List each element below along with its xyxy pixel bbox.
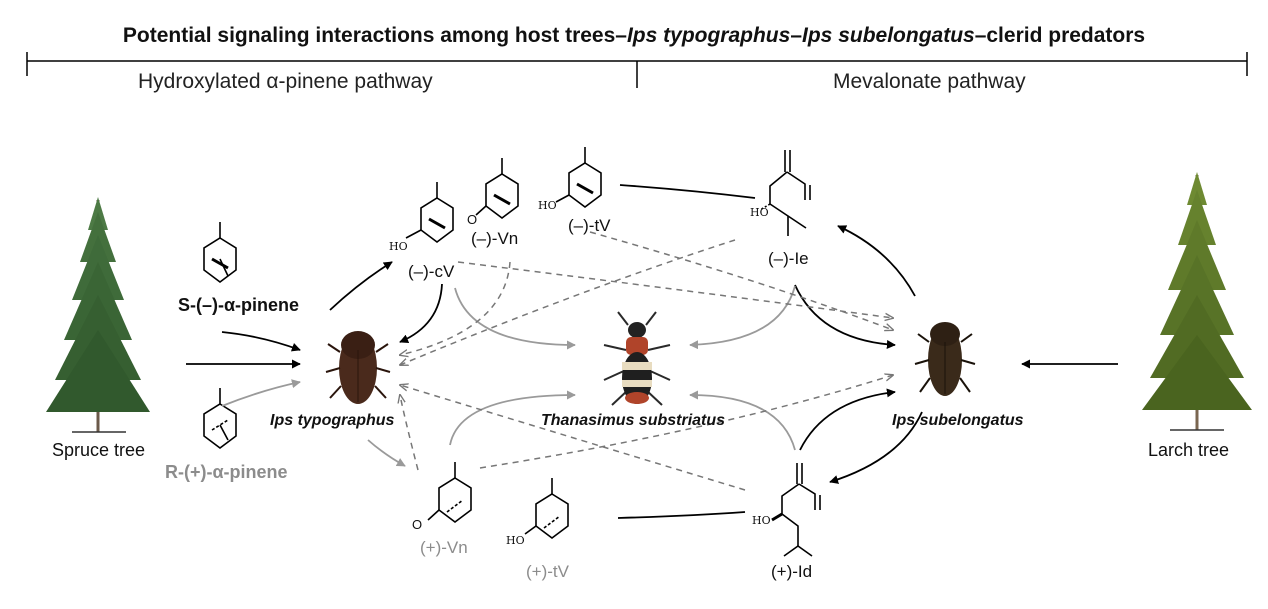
thanasimus-substriatus-label: Thanasimus substriatus bbox=[541, 412, 726, 429]
minus-vn-oxygen: O bbox=[467, 212, 478, 227]
arrow-id-to-typographus bbox=[400, 385, 746, 491]
minus-ie-structure bbox=[759, 150, 811, 236]
arrow-subelongatus-to-ie bbox=[837, 225, 916, 297]
arrow-pinene-to-cv bbox=[329, 261, 393, 311]
spruce-tree-label: Spruce tree bbox=[52, 440, 146, 460]
plus-tv-structure bbox=[524, 478, 569, 539]
arrow-id-to-thanasimus bbox=[689, 390, 796, 451]
plus-id-structure bbox=[771, 463, 821, 557]
minus-ie-hydroxyl: HO bbox=[750, 206, 769, 219]
spruce-tree-icon bbox=[46, 197, 150, 433]
plus-vn-label: (+)-Vn bbox=[420, 538, 468, 557]
arrow-id-to-subelongatus bbox=[799, 388, 896, 451]
minus-vn-label: (–)-Vn bbox=[471, 229, 519, 248]
arrow-vn-to-typographus bbox=[400, 261, 511, 355]
s-alpha-pinene-structure bbox=[203, 222, 237, 283]
arrow-cv-to-subelongatus bbox=[457, 261, 893, 318]
arrow-vn-to-thanasimus bbox=[449, 390, 576, 446]
right-pathway-label: Mevalonate pathway bbox=[833, 70, 1026, 93]
left-pathway-label: Hydroxylated α-pinene pathway bbox=[138, 70, 433, 93]
arrow-typographus-to-plus-vn bbox=[367, 439, 406, 467]
plus-id-label: (+)-Id bbox=[771, 562, 813, 581]
arrow-tv-to-ie bbox=[619, 184, 756, 199]
pathway-bracket bbox=[26, 52, 1248, 88]
arrow-tv-to-subelongatus bbox=[589, 231, 893, 330]
ips-typographus-label: Ips typographus bbox=[270, 412, 395, 429]
minus-tv-hydroxyl: HO bbox=[538, 199, 557, 212]
larch-tree-label: Larch tree bbox=[1148, 440, 1230, 460]
plus-tv-hydroxyl: HO bbox=[506, 534, 525, 547]
arrow-r-pinene-to-typographus bbox=[221, 379, 301, 407]
minus-ie-label: (–)-Ie bbox=[768, 249, 809, 268]
minus-cv-label: (–)-cV bbox=[408, 262, 455, 281]
thanasimus-substriatus-icon bbox=[603, 311, 671, 406]
ips-subelongatus-icon bbox=[914, 322, 976, 396]
r-alpha-pinene-structure bbox=[203, 388, 237, 449]
minus-cv-hydroxyl: HO bbox=[389, 240, 408, 253]
ips-subelongatus-label: Ips subelongatus bbox=[892, 412, 1024, 429]
r-pinene-label: R-(+)-α-pinene bbox=[165, 462, 288, 482]
plus-vn-structure bbox=[427, 462, 472, 523]
arrow-plus-vn-to-typographus bbox=[400, 395, 419, 471]
arrow-cv-to-typographus bbox=[399, 283, 443, 343]
s-pinene-label: S-(–)-α-pinene bbox=[178, 295, 300, 315]
minus-tv-structure bbox=[555, 147, 602, 208]
ips-typographus-icon bbox=[325, 331, 391, 404]
arrow-cv-to-thanasimus bbox=[454, 287, 576, 350]
minus-tv-label: (–)-tV bbox=[568, 216, 611, 235]
arrow-subelongatus-to-id bbox=[829, 411, 923, 484]
arrow-ie-to-typographus bbox=[400, 239, 736, 365]
plus-id-hydroxyl: HO bbox=[752, 514, 771, 527]
arrow-ie-to-subelongatus bbox=[794, 284, 896, 349]
minus-vn-structure bbox=[475, 158, 519, 219]
diagram-title: Potential signaling interactions among h… bbox=[122, 24, 1146, 47]
arrow-tv-to-id bbox=[617, 511, 746, 519]
plus-vn-oxygen: O bbox=[412, 517, 423, 532]
plus-tv-label: (+)-tV bbox=[526, 562, 569, 581]
arrow-ie-to-thanasimus bbox=[689, 285, 796, 350]
larch-tree-icon bbox=[1142, 172, 1252, 431]
arrow-s-pinene-to-typographus bbox=[221, 331, 301, 352]
minus-cv-structure bbox=[405, 182, 454, 243]
